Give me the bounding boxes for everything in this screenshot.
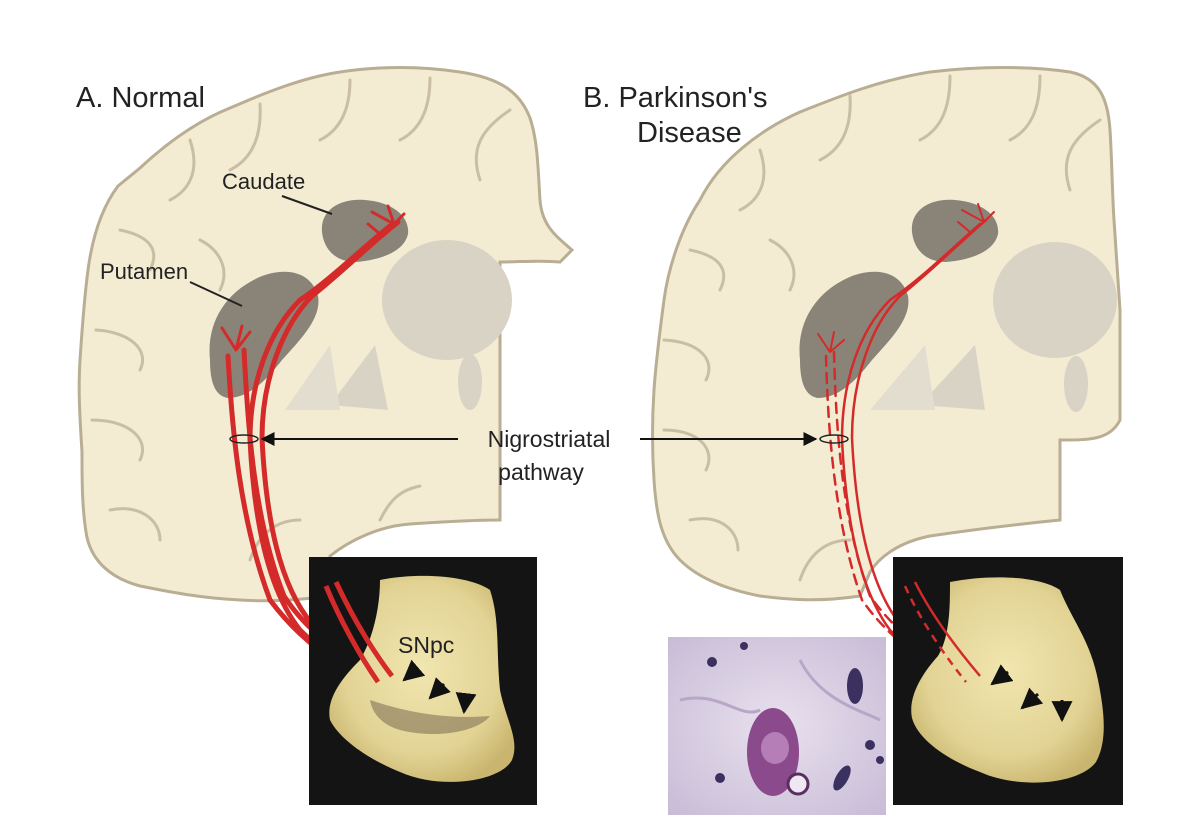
thalamus-parkinsons <box>993 242 1117 358</box>
internal-capsule-normal <box>285 345 340 410</box>
snpc-label: SNpc <box>398 632 454 658</box>
panel-title-parkinsons-line1: B. Parkinson's <box>583 82 767 114</box>
lateral-nucleus-normal <box>458 354 482 410</box>
panel-title-normal: A. Normal <box>76 82 205 114</box>
caudate-normal <box>321 199 409 262</box>
caudate-label: Caudate <box>222 169 305 194</box>
pathway-callout: Nigrostriatal pathway <box>229 426 849 485</box>
lateral-nucleus-parkinsons <box>1064 356 1088 412</box>
nigra-pigment-normal <box>370 700 490 735</box>
gyri-folds-parkinsons <box>662 74 1102 582</box>
substantia-nigra-photo-normal: SNpc <box>309 557 537 805</box>
putamen-leader-normal <box>189 281 243 307</box>
histology-cells <box>679 642 884 796</box>
pathway-fibers-parkinsons-photo <box>903 581 981 683</box>
arrow-icon <box>990 664 1073 723</box>
substantia-nigra-photo-parkinsons <box>893 557 1123 805</box>
arrow-icon <box>402 659 477 715</box>
pathway-label-line1: Nigrostriatal <box>488 426 611 452</box>
pathway-fibers-normal-photo <box>323 580 394 684</box>
caudate-leader-normal <box>281 195 333 215</box>
panel-parkinsons: B. Parkinson's Disease <box>583 66 1122 682</box>
putamen-label: Putamen <box>100 259 188 284</box>
caudate-parkinsons <box>911 199 999 262</box>
globus-pallidus-normal <box>330 345 388 410</box>
panel-title-parkinsons-line2: Disease <box>637 117 742 149</box>
pathway-label-line2: pathway <box>498 459 584 485</box>
globus-pallidus-parkinsons <box>920 345 985 410</box>
internal-capsule-parkinsons <box>870 345 935 410</box>
histology-inset <box>668 637 886 815</box>
brain-section-normal <box>77 66 575 603</box>
thalamus-normal <box>382 240 512 360</box>
